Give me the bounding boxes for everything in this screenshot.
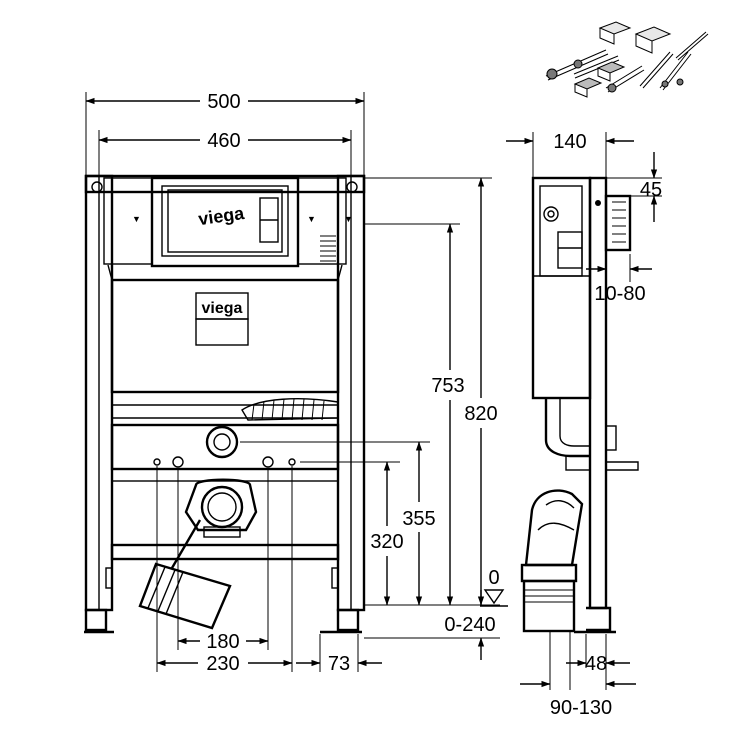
fixing-kit-illustration	[545, 21, 709, 98]
svg-text:▼: ▼	[344, 214, 353, 224]
dimension-height-fixing-points: 320	[370, 531, 403, 553]
dimension-foot-offset: 73	[328, 653, 350, 675]
brand-label-upper: viega	[197, 203, 246, 229]
dimension-floor-adjustment: 0-240	[444, 614, 495, 636]
dimension-inner-width: 460	[207, 130, 240, 152]
dimension-fixing-spacing: 180	[206, 631, 239, 653]
side-view-frame	[520, 176, 639, 634]
floor-level-label: 0	[488, 567, 499, 589]
dimension-height-overall: 820	[464, 403, 497, 425]
svg-text:▼: ▼	[132, 214, 141, 224]
side-view-dimensions: 140 45 10-80 48 90-130	[506, 131, 662, 719]
dimension-frame-depth: 140	[553, 131, 586, 153]
dimension-overall-width: 500	[207, 91, 240, 113]
front-view-dimensions: 500 460 753 820 355 320 0 0-240 180	[85, 91, 508, 675]
dimension-foot-depth: 48	[585, 653, 607, 675]
dimension-height-flush-pipe: 355	[402, 508, 435, 530]
front-view-frame: ▼ ▼ ▼ viega viega	[84, 174, 366, 634]
brand-label-lower: viega	[202, 300, 243, 317]
dimension-wall-distance: 10-80	[594, 283, 645, 305]
dimension-top-offset: 45	[640, 179, 662, 201]
svg-text:▼: ▼	[307, 214, 316, 224]
dimension-connection-spacing: 230	[206, 653, 239, 675]
dimension-bend-projection: 90-130	[550, 697, 612, 719]
dimension-height-top-fixing: 753	[431, 375, 464, 397]
